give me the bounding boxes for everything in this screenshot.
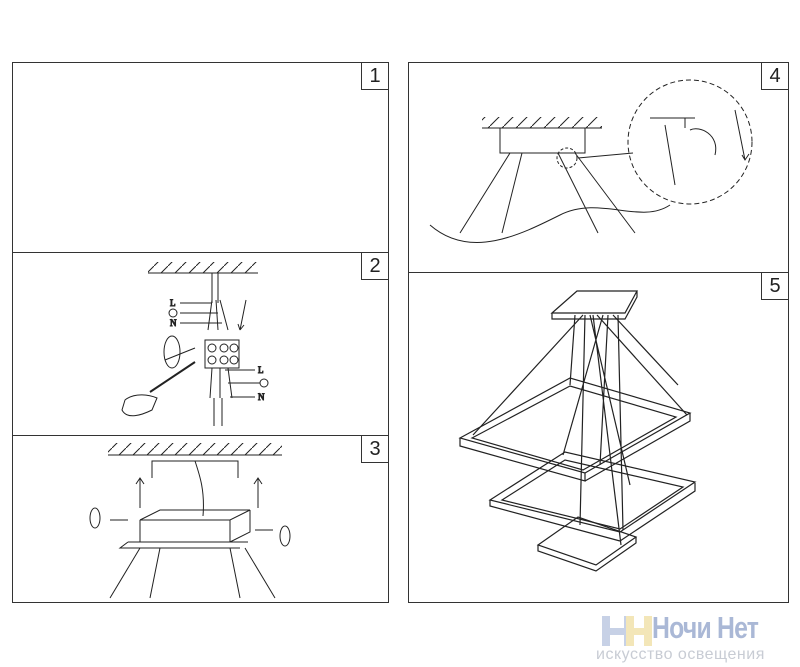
brand-logo: Ночи Нет искусство освещения — [596, 610, 796, 666]
panel-step-2: 2 — [12, 252, 389, 436]
step5-assembled-chandelier — [458, 290, 697, 572]
step-number: 2 — [361, 252, 389, 280]
step-number: 3 — [361, 435, 389, 463]
live-wire-label-bottom: L — [258, 365, 264, 375]
step-number: 5 — [761, 272, 789, 300]
neutral-wire-label-bottom: N — [258, 392, 265, 402]
panel-step-3: 3 — [12, 435, 389, 603]
neutral-wire-label-top: N — [170, 318, 177, 328]
logo-hh-mark — [602, 616, 652, 646]
panel-step-1: 1 — [12, 62, 389, 253]
logo-name: Ночи Нет — [652, 610, 759, 645]
logo-tagline: искусство освещения — [596, 646, 765, 663]
step4-height-adjustment — [429, 79, 753, 243]
step2-wiring — [121, 262, 269, 426]
step-number: 4 — [761, 62, 789, 90]
panel-step-4: 4 — [408, 62, 789, 273]
step3-canopy-fixing — [89, 443, 291, 599]
panel-step-5: 5 — [408, 272, 789, 603]
live-wire-label-top: L — [170, 298, 176, 308]
step-number: 1 — [361, 62, 389, 90]
